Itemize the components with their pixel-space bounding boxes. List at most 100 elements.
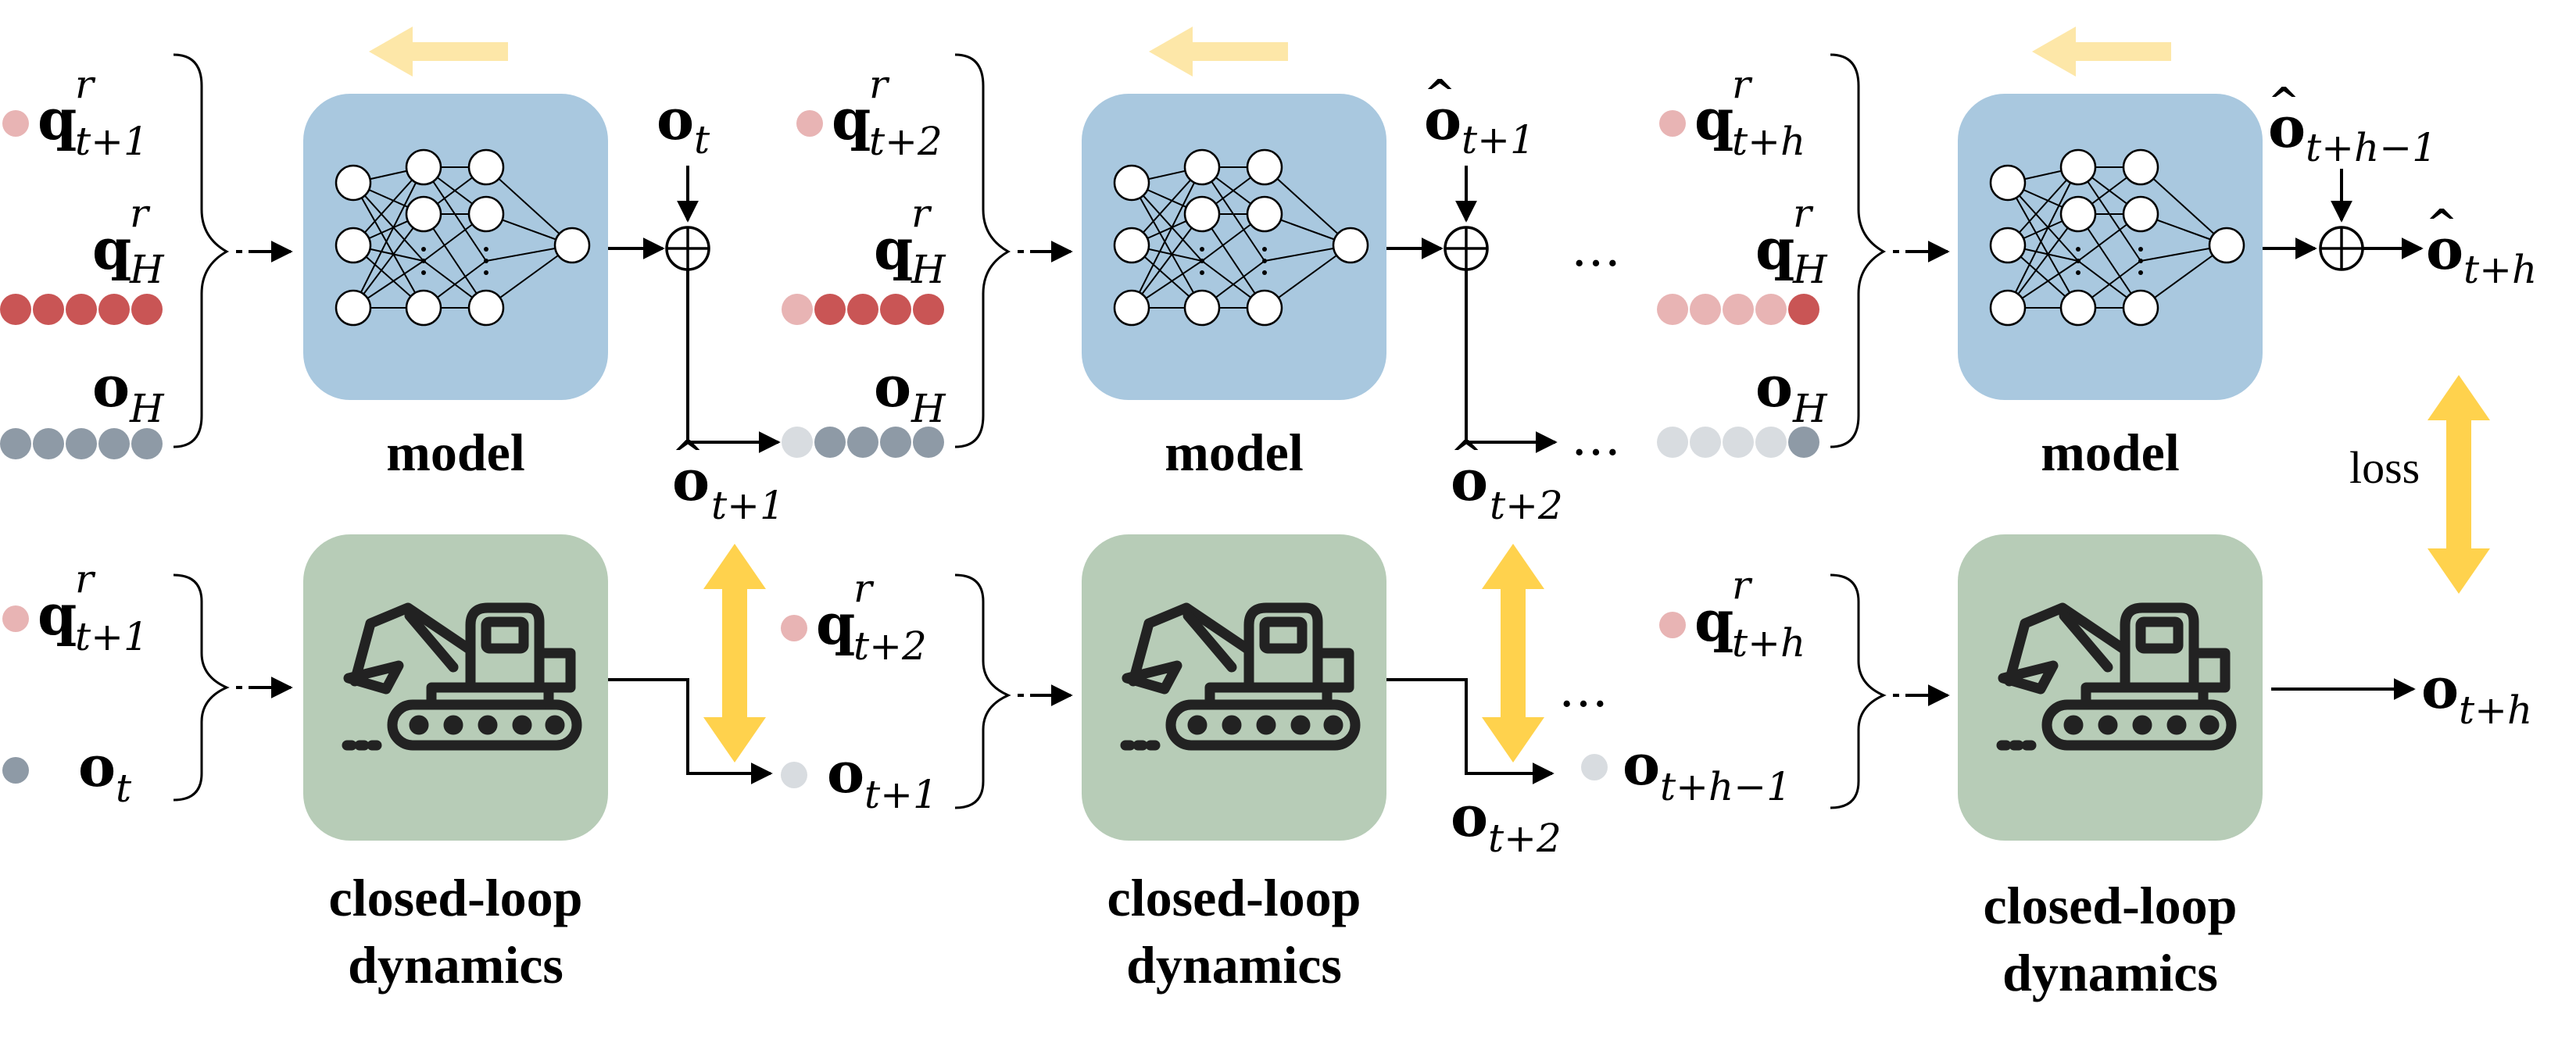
- svg-text:^: ^: [1424, 72, 1455, 116]
- svg-text:o: o: [78, 733, 116, 799]
- obs-history-dots: [782, 427, 944, 458]
- svg-text:q: q: [92, 216, 131, 282]
- svg-text:dynamics: dynamics: [1126, 935, 1342, 995]
- svg-text:closed-loop: closed-loop: [329, 868, 583, 927]
- svg-text:^: ^: [1451, 433, 1482, 477]
- svg-text:r: r: [75, 62, 96, 107]
- model-label: model: [1165, 423, 1304, 482]
- svg-text:H: H: [1792, 386, 1828, 431]
- svg-text:H: H: [911, 247, 946, 292]
- svg-text:o: o: [2426, 216, 2463, 282]
- svg-text:o: o: [874, 353, 911, 420]
- svg-text:t+2: t+2: [1490, 483, 1563, 528]
- svg-text:t: t: [694, 117, 710, 162]
- dynamics-block-2: closed-loop dynamics: [1082, 534, 1386, 995]
- dynamics-inputs-1: q r t+1 o t: [2, 556, 293, 811]
- dynamics-output-1: [608, 544, 773, 784]
- query-history-dots: [782, 294, 944, 325]
- model-output-1: o t o ^ t+1: [608, 86, 785, 528]
- svg-text:o: o: [1424, 86, 1462, 152]
- svg-text:closed-loop: closed-loop: [1107, 868, 1361, 927]
- svg-text:o: o: [2421, 655, 2459, 721]
- query-history-dots: [1657, 294, 1819, 325]
- model-inputs-2: q r t+2 q r H o H: [782, 53, 1073, 458]
- model-label: model: [2041, 423, 2180, 482]
- svg-text:o: o: [92, 353, 130, 420]
- svg-text:o: o: [1623, 731, 1660, 798]
- query-dot: [2, 110, 29, 137]
- svg-text:^: ^: [672, 433, 703, 477]
- circled-plus-icon: [1444, 226, 1489, 271]
- svg-text:dynamics: dynamics: [2002, 943, 2218, 1002]
- dynamics-block-3: closed-loop dynamics: [1958, 534, 2263, 1002]
- obs-history-dots: [1657, 427, 1819, 458]
- svg-text:t+1: t+1: [1462, 117, 1535, 162]
- ellipsis: …: [1571, 409, 1621, 467]
- svg-text:t+1: t+1: [864, 772, 938, 817]
- ellipsis: …: [1571, 220, 1621, 278]
- backward-arrow-icon: [2032, 27, 2171, 77]
- svg-text:r: r: [1793, 191, 1814, 236]
- svg-text:t+2: t+2: [1488, 816, 1562, 861]
- svg-text:o: o: [827, 739, 864, 805]
- model-output-2: o ^ t+1 o ^ t+2 … …: [1386, 72, 1621, 528]
- backward-arrow-icon: [1149, 27, 1288, 77]
- svg-text:H: H: [129, 386, 165, 431]
- svg-text:q: q: [1694, 588, 1733, 654]
- model-inputs-1: q r t+1 q r H o H: [0, 53, 293, 459]
- svg-text:r: r: [75, 556, 96, 602]
- svg-text:o: o: [2268, 94, 2306, 160]
- double-arrow-icon: [2428, 375, 2490, 594]
- svg-text:^: ^: [2426, 202, 2457, 245]
- svg-text:o: o: [1451, 447, 1488, 513]
- svg-text:dynamics: dynamics: [348, 935, 564, 995]
- dynamics-block-1: closed-loop dynamics: [303, 534, 608, 995]
- svg-text:r: r: [130, 191, 151, 236]
- svg-text:H: H: [1792, 247, 1828, 292]
- svg-text:t+h: t+h: [1732, 119, 1805, 164]
- dynamics-output-2: o t+2 …: [1386, 544, 1608, 861]
- q-symbol: q: [38, 86, 77, 152]
- input-brace: [173, 53, 230, 448]
- svg-text:t: t: [116, 766, 132, 811]
- model-label: model: [386, 423, 525, 482]
- svg-text:r: r: [911, 191, 932, 236]
- backward-arrow-icon: [369, 27, 508, 77]
- svg-text:t+h: t+h: [2463, 247, 2537, 292]
- svg-text:q: q: [38, 581, 77, 648]
- svg-text:o: o: [657, 86, 694, 152]
- svg-text:H: H: [911, 386, 946, 431]
- svg-text:t+h: t+h: [1732, 620, 1805, 666]
- svg-text:t+1: t+1: [711, 483, 785, 528]
- double-arrow-icon: [703, 544, 766, 762]
- svg-text:t+2: t+2: [869, 119, 943, 164]
- svg-text:q: q: [816, 591, 855, 657]
- dynamics-inputs-3: q r t+h o t+h−1: [1581, 562, 1950, 809]
- dynamics-output-3: o t+h: [2271, 655, 2532, 733]
- svg-text:r: r: [1732, 562, 1753, 608]
- svg-text:t+2: t+2: [853, 623, 927, 669]
- svg-text:r: r: [853, 566, 875, 611]
- obs-history-dots: [0, 428, 163, 459]
- query-history-dots: [0, 294, 163, 325]
- model-block-3: model: [1958, 94, 2263, 482]
- svg-text:t+1: t+1: [75, 119, 148, 164]
- model-block-1: model: [303, 94, 608, 482]
- svg-text:o: o: [672, 447, 710, 513]
- svg-text:^: ^: [2268, 80, 2299, 123]
- circled-plus-icon: [665, 226, 710, 271]
- svg-text:o: o: [1755, 353, 1793, 420]
- svg-text:q: q: [874, 216, 913, 282]
- svg-text:r: r: [1732, 62, 1753, 107]
- svg-text:q: q: [1694, 86, 1733, 152]
- svg-text:q: q: [832, 86, 871, 152]
- svg-text:t+h−1: t+h−1: [1660, 764, 1791, 809]
- svg-text:H: H: [129, 247, 165, 292]
- svg-text:o: o: [1451, 783, 1488, 849]
- model-inputs-3: q r t+h q r H o H: [1657, 53, 1950, 458]
- double-arrow-icon: [1482, 544, 1544, 762]
- model-output-3: o ^ t+h−1 o ^ t+h: [2263, 80, 2537, 292]
- svg-text:r: r: [869, 62, 890, 107]
- svg-text:t+h−1: t+h−1: [2306, 125, 2437, 170]
